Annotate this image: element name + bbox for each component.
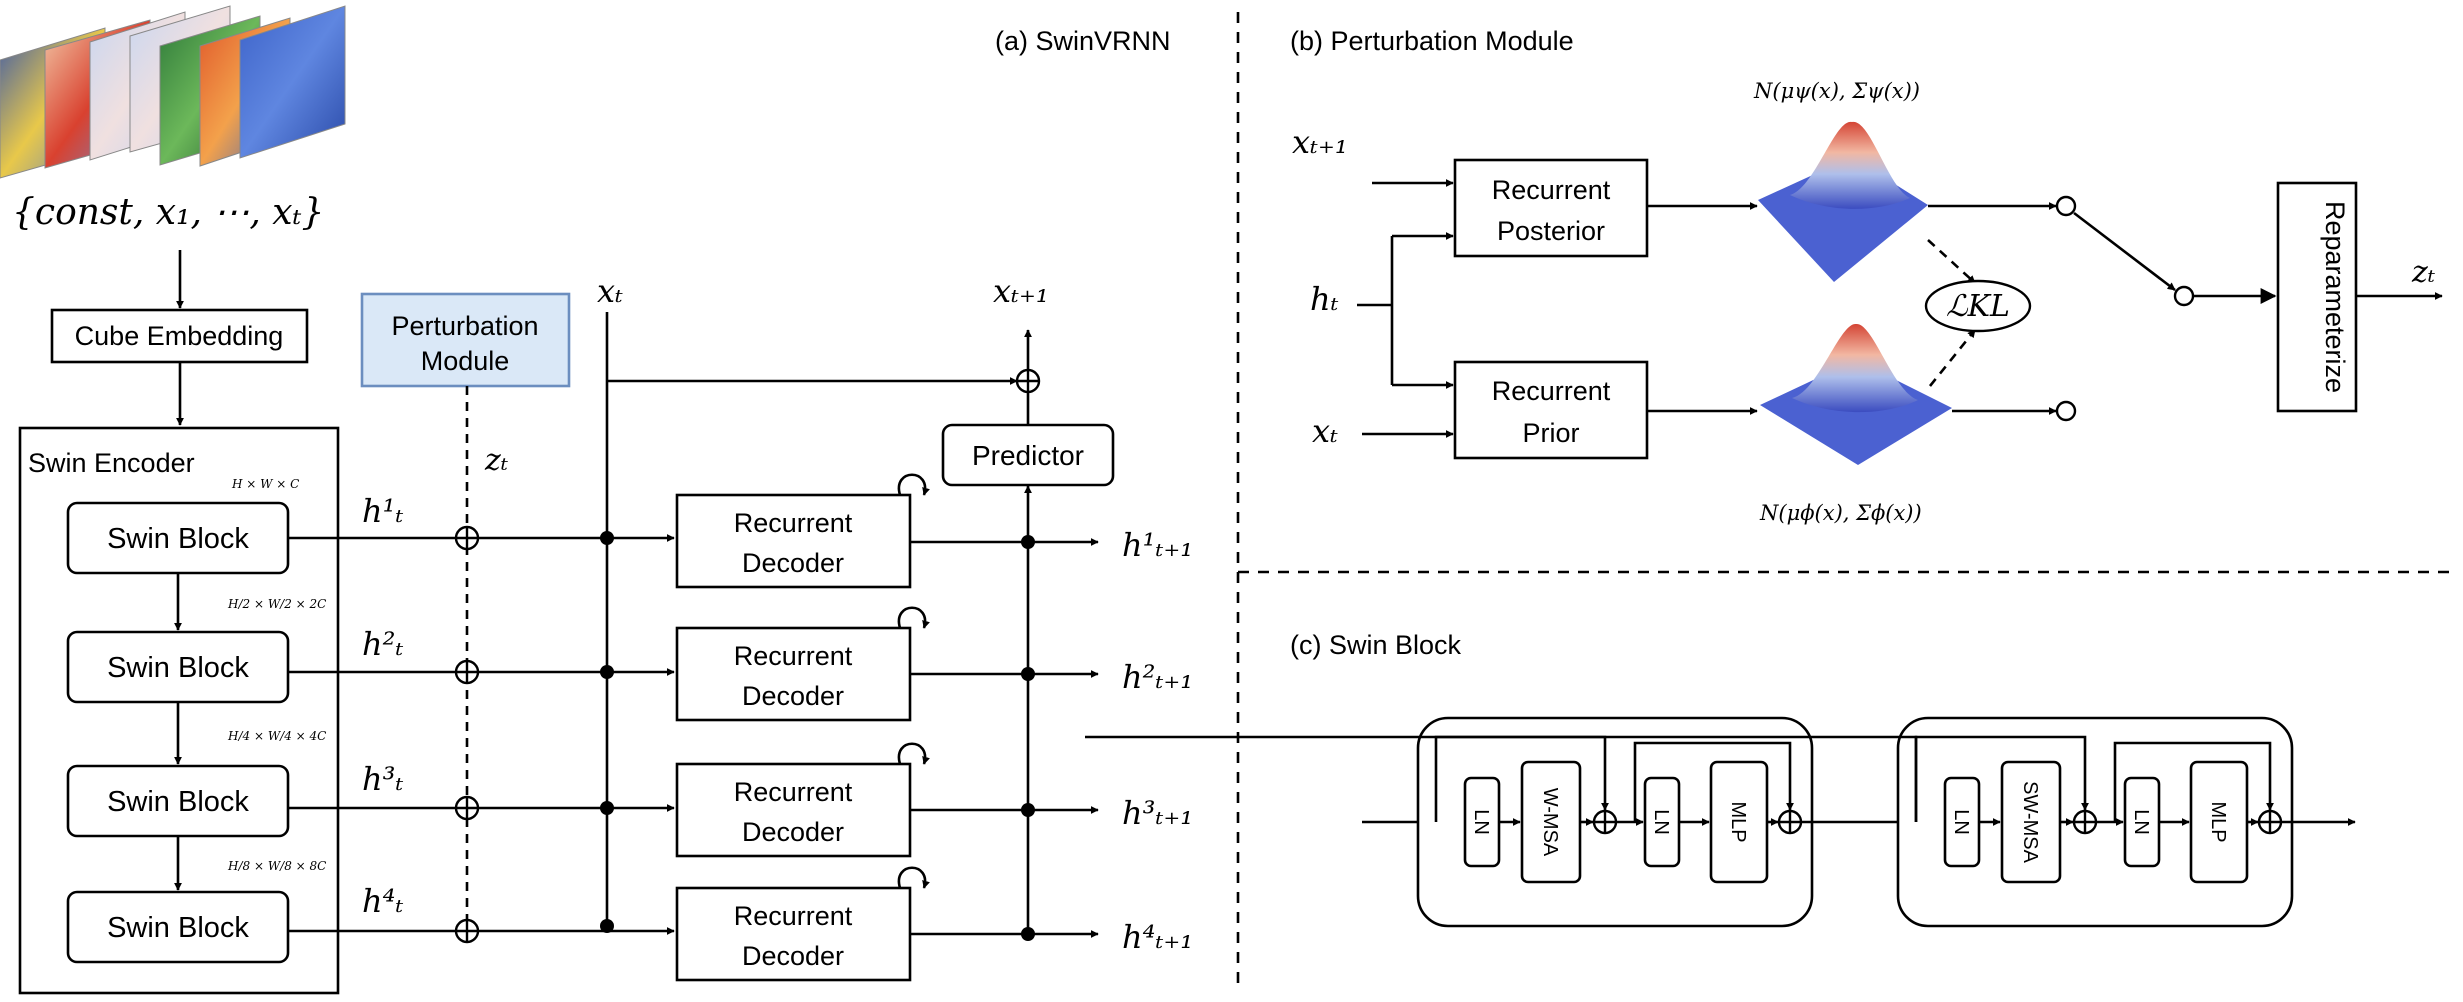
b-z-t: zₜ	[2411, 255, 2436, 290]
swin-block-c-2: LN SW-MSA LN MLP	[1085, 716, 2294, 928]
recurrent-decoder-3	[675, 762, 912, 858]
cube-embedding-box	[50, 308, 309, 364]
input-weather-fields	[0, 5, 346, 179]
h-out-2: h²ₜ₊₁	[1122, 658, 1193, 696]
swin-block-label: Swin Block	[107, 786, 249, 818]
dim-label-4: H/8 × W/8 × 8C	[227, 859, 326, 873]
h-in-1: h¹ₜ	[362, 492, 403, 530]
swin-block-label: Swin Block	[107, 523, 249, 555]
svg-text:SW-MSA: SW-MSA	[2019, 781, 2041, 864]
reparameterize-box	[2276, 181, 2358, 413]
svg-text:Recurrent: Recurrent	[734, 901, 853, 931]
recurrent-decoder-1	[675, 493, 912, 589]
svg-text:MLP: MLP	[2207, 801, 2229, 842]
h-in-4: h⁴ₜ	[362, 882, 403, 920]
swin-block-3: Swin Block	[66, 764, 290, 838]
swin-block-label: Swin Block	[107, 912, 249, 944]
panel-c-title: (c) Swin Block	[1290, 630, 1462, 660]
input-set-label: {const, x₁, ⋯, xₜ}	[12, 192, 324, 233]
svg-text:MLP: MLP	[1727, 801, 1749, 842]
kl-loss-label: ℒKL	[1946, 289, 2010, 324]
swin-block-label: Swin Block	[107, 652, 249, 684]
h-out-3: h³ₜ₊₁	[1122, 794, 1193, 832]
svg-text:Recurrent: Recurrent	[1492, 175, 1611, 205]
h-in-2: h²ₜ	[362, 625, 403, 663]
row-3: h³ₜ Recurrent Decoder h³ₜ₊₁	[288, 742, 1193, 858]
svg-text:Decoder: Decoder	[742, 548, 844, 578]
swin-block-4: Swin Block	[66, 890, 290, 964]
prior-distribution-label: N(μϕ(x), Σϕ(x))	[1759, 501, 1922, 525]
panel-b-title: (b) Perturbation Module	[1290, 26, 1574, 56]
prior-gaussian	[1760, 323, 1952, 465]
swin-block-c-1: LN W-MSA LN MLP	[1416, 716, 1814, 928]
b-x-next: xₜ₊₁	[1292, 123, 1348, 161]
x-t-label: xₜ	[597, 272, 623, 310]
cube-embedding-label: Cube Embedding	[75, 321, 284, 351]
swin-block-2: Swin Block	[66, 630, 290, 704]
predictor-label: Predictor	[972, 440, 1084, 471]
posterior-gaussian	[1758, 121, 1928, 282]
z-t-label: zₜ	[484, 443, 509, 478]
perturbation-label-1: Perturbation	[391, 311, 538, 341]
svg-text:Decoder: Decoder	[742, 941, 844, 971]
svg-text:Recurrent: Recurrent	[734, 641, 853, 671]
kl-loss-ellipse	[1924, 279, 2032, 333]
h-in-3: h³ₜ	[362, 760, 403, 798]
svg-text:W-MSA: W-MSA	[1539, 788, 1561, 857]
row-1: h¹ₜ Recurrent Decoder h¹ₜ₊₁	[288, 473, 1193, 589]
x-next-label: xₜ₊₁	[993, 272, 1049, 310]
svg-text:Recurrent: Recurrent	[734, 508, 853, 538]
swin-encoder-label: Swin Encoder	[28, 448, 195, 478]
svg-text:Recurrent: Recurrent	[1492, 376, 1611, 406]
h-out-1: h¹ₜ₊₁	[1122, 526, 1193, 564]
svg-text:Recurrent: Recurrent	[734, 777, 853, 807]
recurrent-posterior-box	[1453, 158, 1649, 258]
row-2: h²ₜ Recurrent Decoder h²ₜ₊₁	[288, 606, 1193, 722]
recurrent-prior-box	[1453, 360, 1649, 460]
dim-label-2: H/2 × W/2 × 2C	[227, 597, 326, 611]
svg-text:Prior: Prior	[1522, 418, 1579, 448]
reparameterize-label: Reparameterize	[2320, 201, 2350, 393]
posterior-distribution-label: N(μψ(x), Σψ(x))	[1753, 79, 1920, 103]
perturbation-label-2: Module	[421, 346, 510, 376]
switch-node	[2173, 285, 2195, 307]
svg-text:Decoder: Decoder	[742, 681, 844, 711]
sum-node	[1015, 368, 1041, 394]
b-h-t: hₜ	[1310, 280, 1339, 318]
svg-text:LN: LN	[1470, 809, 1492, 835]
dim-label-1: H × W × C	[231, 477, 299, 491]
panel-a-title: (a) SwinVRNN	[995, 26, 1171, 56]
svg-text:Posterior: Posterior	[1497, 216, 1605, 246]
h-out-4: h⁴ₜ₊₁	[1122, 918, 1193, 956]
svg-text:LN: LN	[1650, 809, 1672, 835]
dim-label-3: H/4 × W/4 × 4C	[227, 729, 326, 743]
recurrent-decoder-4	[675, 886, 912, 982]
svg-text:LN: LN	[1950, 809, 1972, 835]
b-x-t: xₜ	[1312, 412, 1338, 450]
row-4: h⁴ₜ Recurrent Decoder h⁴ₜ₊₁	[288, 866, 1193, 982]
svg-text:Decoder: Decoder	[742, 817, 844, 847]
svg-text:LN: LN	[2130, 809, 2152, 835]
swin-block-1: Swin Block	[66, 501, 290, 575]
perturbation-module-box	[360, 292, 571, 388]
